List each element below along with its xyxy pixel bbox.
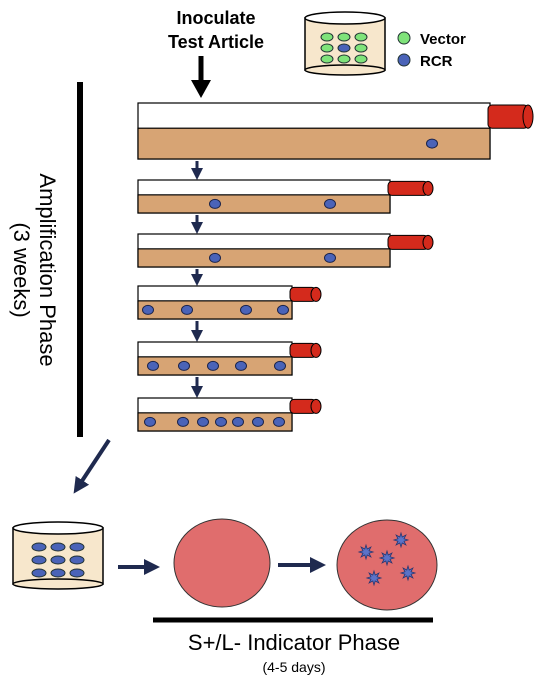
rcr-particle <box>426 138 438 149</box>
rcr-particle <box>324 252 336 263</box>
flask-cap <box>289 398 322 414</box>
indicator-phase-title: S+/L- Indicator Phase <box>188 630 400 655</box>
focus <box>392 531 410 549</box>
inoculate-arrow <box>191 56 211 98</box>
amplification-phase-title: Amplification Phase <box>35 173 60 366</box>
rcr-particle <box>207 360 219 371</box>
flask-1 <box>137 102 534 160</box>
rcr-particle <box>144 416 156 427</box>
arrow-to-indicator <box>73 438 111 494</box>
rcr-particle <box>147 360 159 371</box>
focus <box>365 569 383 587</box>
rcr-particle <box>215 416 227 427</box>
rcr-particle <box>232 416 244 427</box>
rcr-particle <box>273 416 285 427</box>
rcr-legend-label: RCR <box>420 53 453 70</box>
flask-5 <box>137 341 322 376</box>
rcr-particle <box>324 198 336 209</box>
flask-series <box>137 102 534 432</box>
focus <box>399 564 417 582</box>
legend: Vector RCR <box>397 31 466 70</box>
rcr-particle <box>142 304 154 315</box>
legend-beaker <box>304 11 386 76</box>
rcr-particle <box>197 416 209 427</box>
indicator-plate-foci <box>336 519 438 611</box>
rcr-particle <box>178 360 190 371</box>
flask-6 <box>137 397 322 432</box>
focus <box>378 549 396 567</box>
flask-2 <box>137 179 434 214</box>
rcr-particle <box>274 360 286 371</box>
rcr-particle <box>252 416 264 427</box>
indicator-beaker <box>12 521 104 590</box>
flask-cap <box>387 234 434 250</box>
inoculate-label-line1: Inoculate <box>176 8 255 28</box>
flask-3 <box>137 233 434 268</box>
rcr-particle <box>209 198 221 209</box>
flask-cap <box>289 342 322 358</box>
flask-4 <box>137 285 322 320</box>
flask-cap <box>487 104 534 129</box>
indicator-phase-duration: (4-5 days) <box>262 659 325 675</box>
rcr-particle <box>181 304 193 315</box>
rcr-legend-swatch <box>397 53 411 67</box>
vector-legend-label: Vector <box>420 31 466 48</box>
flask-cap <box>387 180 434 196</box>
rcr-particle <box>277 304 289 315</box>
indicator-plate-initial <box>173 518 271 608</box>
rcr-particle <box>177 416 189 427</box>
rcr-particle <box>209 252 221 263</box>
rcr-particle <box>235 360 247 371</box>
focus <box>357 543 375 561</box>
vector-legend-swatch <box>397 31 411 45</box>
inoculate-label-line2: Test Article <box>168 32 264 52</box>
flask-cap <box>289 286 322 302</box>
amplification-phase-label: Amplification Phase (3 weeks) <box>9 173 60 366</box>
rcr-particle <box>240 304 252 315</box>
amplification-phase-duration: (3 weeks) <box>9 222 34 317</box>
